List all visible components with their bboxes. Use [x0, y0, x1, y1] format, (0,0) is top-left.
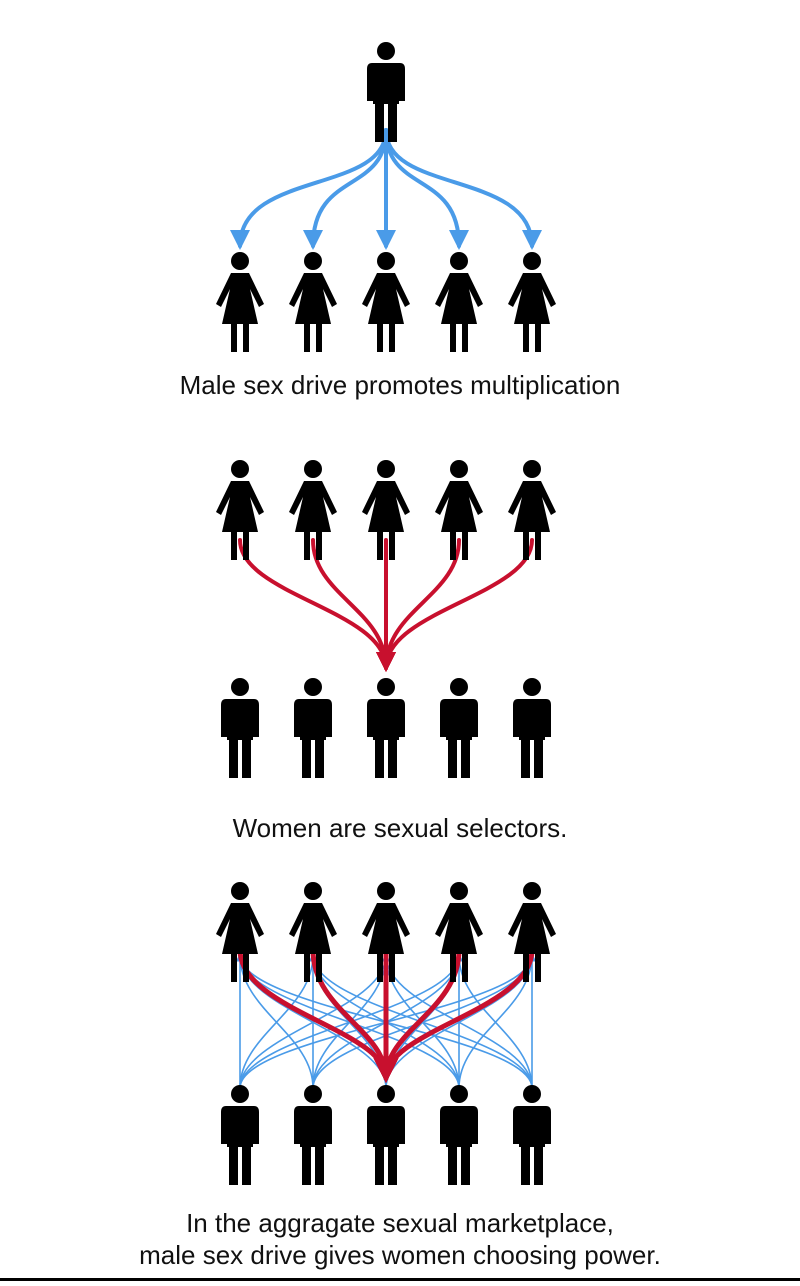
male-figure-icon: [221, 678, 259, 778]
female-figure-icon: [508, 882, 556, 982]
red-arrow: [376, 538, 461, 672]
male-figure-icon: [367, 42, 405, 142]
female-figure-icon: [508, 252, 556, 352]
arrow-group: [230, 128, 542, 250]
female-figure-icon: [362, 252, 410, 352]
blue-arrow: [303, 128, 388, 250]
blue-arrow: [384, 128, 469, 250]
male-figure-icon: [440, 1085, 478, 1185]
female-figure-icon: [216, 252, 264, 352]
female-figure-icon: [216, 882, 264, 982]
female-figure-icon: [362, 882, 410, 982]
male-figure-icon: [367, 1085, 405, 1185]
male-figure-icon: [221, 1085, 259, 1185]
arrow-group: [238, 538, 534, 672]
panel-marketplace: [216, 882, 556, 1185]
caption-marketplace-line-1: In the aggragate sexual marketplace,: [186, 1208, 614, 1238]
caption-marketplace-line-2: male sex drive gives women choosing powe…: [139, 1240, 661, 1270]
blue-arrow: [384, 128, 542, 250]
panel-multiplication: [216, 42, 556, 352]
female-figure-icon: [362, 460, 410, 560]
female-figure-icon: [216, 460, 264, 560]
female-figure-icon: [289, 882, 337, 982]
blue-arrow: [309, 953, 533, 1089]
male-figure-icon: [367, 678, 405, 778]
female-figure-icon: [435, 882, 483, 982]
male-figure-icon: [294, 678, 332, 778]
bottom-border: [0, 1278, 800, 1281]
male-figure-icon: [513, 678, 551, 778]
blue-arrow: [230, 128, 388, 250]
male-figure-icon: [513, 1085, 551, 1185]
caption-selectors: Women are sexual selectors.: [232, 813, 568, 843]
female-figure-icon: [508, 460, 556, 560]
female-figure-icon: [435, 460, 483, 560]
female-figure-icon: [435, 252, 483, 352]
red-arrow: [311, 538, 396, 672]
caption-multiplication: Male sex drive promotes multiplication: [179, 370, 621, 400]
red-arrow: [376, 538, 534, 672]
male-figure-icon: [294, 1085, 332, 1185]
red-arrow: [238, 538, 396, 672]
panel-selectors: [216, 460, 556, 778]
female-figure-icon: [289, 252, 337, 352]
female-figure-icon: [289, 460, 337, 560]
male-figure-icon: [440, 678, 478, 778]
